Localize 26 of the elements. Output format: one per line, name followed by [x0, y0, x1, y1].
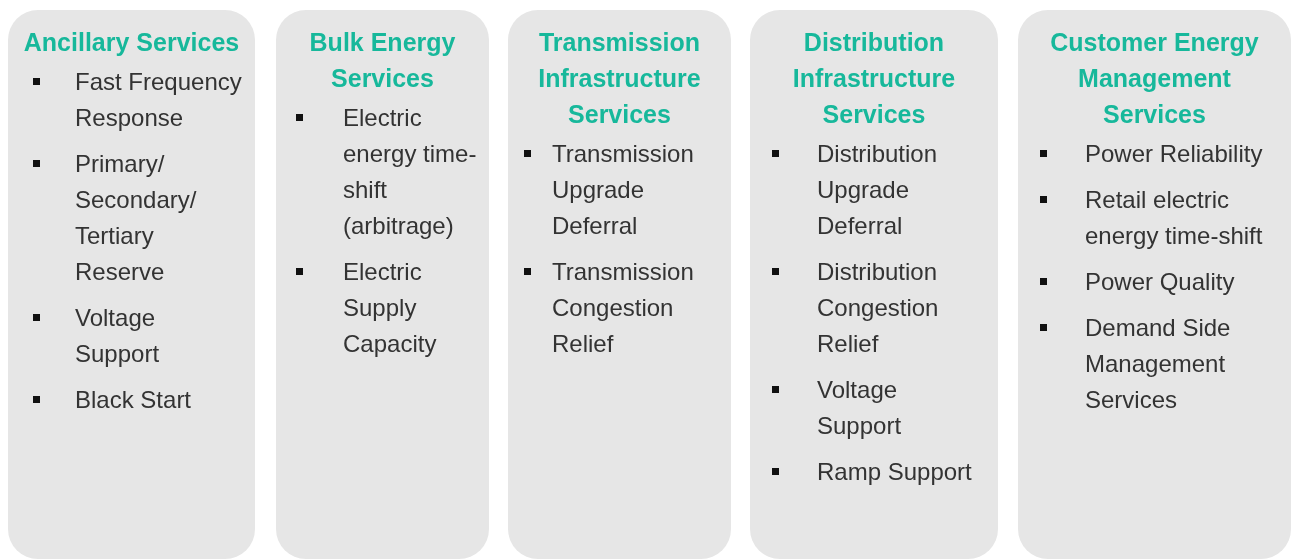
list-item-text: Ramp Support [817, 457, 973, 487]
list-item-text: Electric Supply Capacity [343, 257, 438, 359]
service-card [508, 10, 731, 559]
card-heading: Customer Energy Management Services [1049, 27, 1260, 130]
list-item-text: Primary/ Secondary/ Tertiary Reserve [75, 149, 198, 287]
list-item-text: Distribution Congestion Relief [817, 257, 940, 359]
list-item-text: Power Quality [1085, 267, 1236, 297]
card-heading: Distribution Infrastructure Services [791, 27, 957, 130]
card-heading: Transmission Infrastructure Services [537, 27, 702, 130]
list-item-text: Electric energy time-shift (arbitrage) [343, 103, 477, 241]
list-item-text: Voltage Support [817, 375, 903, 441]
service-card [8, 10, 255, 559]
list-item-text: Fast Frequency Response [75, 67, 243, 133]
card-heading: Ancillary Services [22, 27, 241, 58]
service-card [750, 10, 998, 559]
service-card [1018, 10, 1291, 559]
list-item-text: Distribution Upgrade Deferral [817, 139, 939, 241]
service-card [276, 10, 489, 559]
list-item-text: Transmission Congestion Relief [552, 257, 695, 359]
list-item-text: Retail electric energy time-shift [1085, 185, 1264, 251]
list-item-text: Black Start [75, 385, 193, 415]
list-item-text: Demand Side Management Services [1085, 313, 1232, 415]
list-item-text: Voltage Support [75, 303, 161, 369]
card-heading: Bulk Energy Services [308, 27, 457, 94]
list-item-text: Power Reliability [1085, 139, 1264, 169]
list-item-text: Transmission Upgrade Deferral [552, 139, 695, 241]
